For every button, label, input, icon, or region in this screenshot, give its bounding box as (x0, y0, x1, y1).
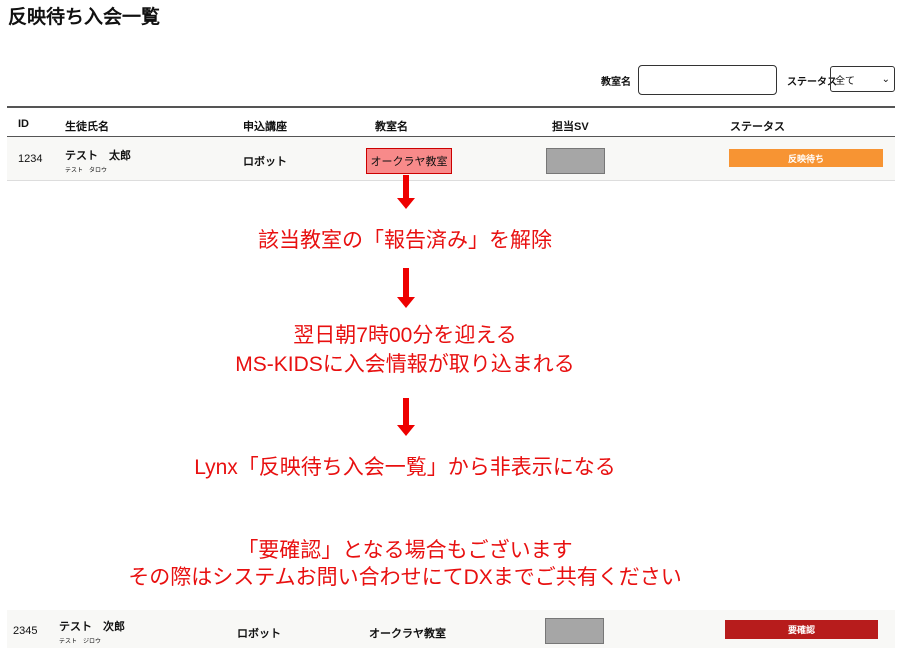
step-1-text: 該当教室の「報告済み」を解除 (258, 229, 552, 252)
caution-line-1: 「要確認」となる場合もございます (237, 539, 573, 562)
status-filter-select[interactable]: 全て ⌄ (830, 66, 895, 92)
step-3-text: Lynx「反映待ち入会一覧」から非表示になる (194, 456, 616, 479)
down-arrow-icon (397, 268, 415, 308)
col-classroom: 教室名 (375, 121, 408, 133)
table-row[interactable]: 1234 テスト 太郎テスト タロウ ロボット オークラヤ教室 反映待ち (7, 137, 895, 181)
row-classroom: オークラヤ教室 (369, 628, 446, 640)
step-2-line-2: MS-KIDSに入会情報が取り込まれる (235, 353, 575, 376)
row-id: 1234 (18, 153, 43, 165)
row-classroom-highlighted: オークラヤ教室 (366, 148, 452, 174)
status-badge: 要確認 (725, 620, 878, 639)
down-arrow-icon (397, 398, 415, 436)
row-name: テスト 次郎テスト ジロウ (59, 621, 125, 645)
status-badge: 反映待ち (729, 149, 883, 167)
row-kana: テスト ジロウ (59, 639, 102, 645)
col-id: ID (18, 118, 29, 130)
classroom-filter-label: 教室名 (601, 77, 631, 88)
chevron-down-icon: ⌄ (881, 73, 890, 85)
row-kana: テスト タロウ (65, 168, 108, 174)
table-row[interactable]: 2345 テスト 次郎テスト ジロウ ロボット オークラヤ教室 要確認 (7, 610, 895, 648)
sv-placeholder (546, 148, 605, 174)
page-title: 反映待ち入会一覧 (8, 7, 161, 28)
caution-line-2: その際はシステムお問い合わせにてDXまでご共有ください (128, 566, 682, 589)
status-filter-label: ステータス (787, 77, 837, 88)
col-name: 生徒氏名 (65, 121, 109, 133)
row-name: テスト 太郎テスト タロウ (65, 150, 131, 174)
table-top-border (7, 106, 895, 108)
step-2-line-1: 翌日朝7時00分を迎える (293, 324, 517, 347)
status-filter-value: 全て (835, 75, 855, 87)
col-status: ステータス (730, 121, 785, 133)
row-course: ロボット (237, 628, 281, 640)
header-divider (7, 136, 895, 137)
row-id: 2345 (13, 625, 38, 637)
sv-placeholder (545, 618, 604, 644)
row-course: ロボット (243, 156, 287, 168)
col-course: 申込講座 (243, 121, 287, 133)
classroom-filter-input[interactable] (638, 65, 777, 95)
down-arrow-icon (397, 175, 415, 209)
col-sv: 担当SV (552, 121, 589, 133)
